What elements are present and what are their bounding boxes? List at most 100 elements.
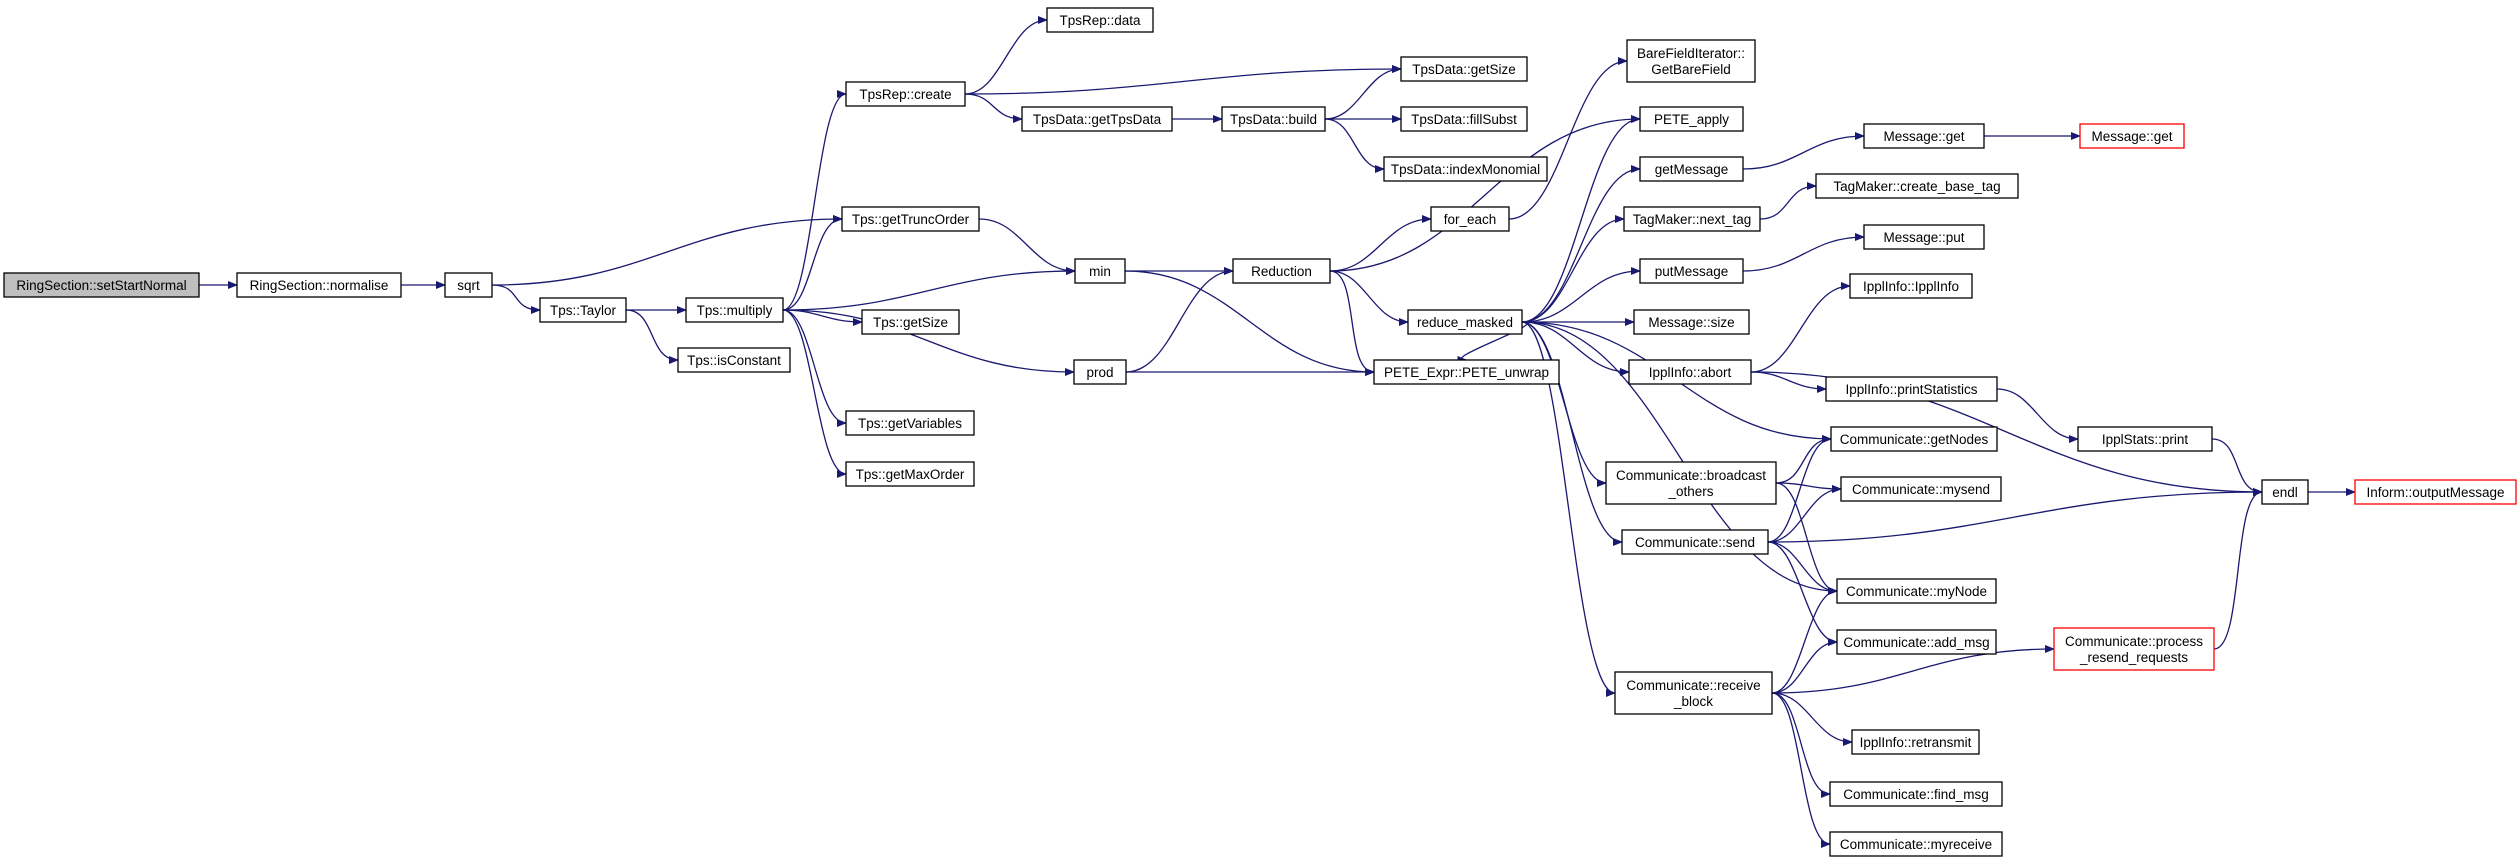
node-message-put[interactable]: Message::put	[1863, 224, 1985, 250]
node-label: TpsData::indexMonomial	[1391, 162, 1540, 177]
node-box	[1849, 273, 1973, 299]
node-pete-unwrap[interactable]: PETE_Expr::PETE_unwrap	[1373, 359, 1560, 385]
node-label: GetBareField	[1651, 62, 1731, 77]
node-box	[1836, 578, 1997, 604]
node-pete-apply[interactable]: PETE_apply	[1639, 106, 1744, 132]
node-box	[1863, 123, 1985, 149]
node-min[interactable]: min	[1074, 258, 1126, 284]
node-label: Message::get	[2091, 129, 2172, 144]
node-label: Communicate::getNodes	[1840, 432, 1989, 447]
node-taylor[interactable]: Tps::Taylor	[539, 297, 627, 323]
edge-put-message-to-message-put	[1742, 233, 1865, 272]
edge-send-to-mysend	[1767, 485, 1842, 543]
node-find-msg[interactable]: Communicate::find_msg	[1829, 781, 2003, 807]
node-box	[1623, 206, 1761, 232]
node-box	[1400, 56, 1528, 82]
node-label: TpsData::getSize	[1412, 62, 1516, 77]
node-get-trunc-order[interactable]: Tps::getTruncOrder	[841, 206, 980, 232]
node-get-size-tps[interactable]: Tps::getSize	[861, 309, 960, 335]
node-label: IpplInfo::abort	[1649, 365, 1732, 380]
node-put-message[interactable]: putMessage	[1639, 258, 1744, 284]
node-label: PETE_Expr::PETE_unwrap	[1384, 365, 1549, 380]
edge-process-resend-to-endl	[2213, 488, 2263, 650]
node-ippl-abort[interactable]: IpplInfo::abort	[1628, 359, 1752, 385]
node-get-message[interactable]: getMessage	[1639, 156, 1744, 182]
node-box	[845, 81, 966, 107]
edge-reduce-masked-to-get-message	[1521, 165, 1641, 323]
node-box	[1621, 529, 1769, 555]
node-print-statistics[interactable]: IpplInfo::printStatistics	[1825, 376, 1998, 402]
node-tps-rep-create[interactable]: TpsRep::create	[845, 81, 966, 107]
node-is-constant[interactable]: Tps::isConstant	[677, 347, 791, 373]
node-myreceive[interactable]: Communicate::myreceive	[1829, 831, 2003, 857]
node-label: Message::put	[1883, 230, 1964, 245]
node-ippl-stats-print[interactable]: IpplStats::print	[2077, 426, 2213, 452]
node-box	[2077, 426, 2213, 452]
node-message-size[interactable]: Message::size	[1633, 309, 1750, 335]
edge-print-statistics-to-ippl-stats-print	[1996, 388, 2079, 443]
node-process-resend[interactable]: Communicate::process_resend_requests	[2053, 627, 2215, 671]
node-normalise[interactable]: RingSection::normalise	[236, 272, 402, 298]
node-retransmit[interactable]: IpplInfo::retransmit	[1851, 729, 1980, 755]
node-bare-field[interactable]: BareFieldIterator::GetBareField	[1626, 39, 1756, 83]
node-label: BareFieldIterator::	[1637, 46, 1745, 61]
node-index-monomial[interactable]: TpsData::indexMonomial	[1383, 156, 1548, 182]
node-box	[236, 272, 402, 298]
node-fill-subst[interactable]: TpsData::fillSubst	[1400, 106, 1528, 132]
node-get-max-order[interactable]: Tps::getMaxOrder	[845, 461, 975, 487]
node-label: Communicate::myreceive	[1840, 837, 1992, 852]
node-multiply[interactable]: Tps::multiply	[685, 297, 784, 323]
node-tps-data-build[interactable]: TpsData::build	[1221, 106, 1326, 132]
node-sqrt[interactable]: sqrt	[444, 272, 493, 298]
node-broadcast-others[interactable]: Communicate::broadcast_others	[1605, 461, 1777, 505]
node-mysend[interactable]: Communicate::mysend	[1840, 476, 2002, 502]
node-box	[685, 297, 784, 323]
node-label: TpsData::fillSubst	[1411, 112, 1517, 127]
node-label: Communicate::mysend	[1852, 482, 1990, 497]
node-create-base-tag[interactable]: TagMaker::create_base_tag	[1815, 173, 2019, 199]
node-reduction[interactable]: Reduction	[1232, 258, 1331, 284]
node-endl[interactable]: endl	[2261, 479, 2309, 505]
node-receive-block[interactable]: Communicate::receive_block	[1614, 671, 1773, 715]
node-tps-data-get-size[interactable]: TpsData::getSize	[1400, 56, 1528, 82]
node-next-tag[interactable]: TagMaker::next_tag	[1623, 206, 1761, 232]
node-ippl-info-ctor[interactable]: IpplInfo::IpplInfo	[1849, 273, 1973, 299]
node-get-nodes[interactable]: Communicate::getNodes	[1830, 426, 1998, 452]
edge-reduce-masked-to-next-tag	[1521, 215, 1625, 323]
node-get-variables[interactable]: Tps::getVariables	[845, 410, 975, 436]
node-box	[3, 272, 200, 298]
edge-receive-block-to-myreceive	[1771, 692, 1831, 848]
node-for-each[interactable]: for_each	[1430, 206, 1510, 232]
node-box	[1840, 476, 2002, 502]
node-message-get-red[interactable]: Message::get	[2079, 123, 2185, 149]
node-output-message[interactable]: Inform::outputMessage	[2354, 479, 2517, 505]
node-message-get[interactable]: Message::get	[1863, 123, 1985, 149]
edge-get-message-to-message-get	[1742, 132, 1865, 170]
edge-tps-rep-create-to-tps-rep-data	[964, 16, 1048, 95]
node-my-node[interactable]: Communicate::myNode	[1836, 578, 1997, 604]
edge-ippl-stats-print-to-endl	[2211, 438, 2263, 496]
node-label: putMessage	[1655, 264, 1729, 279]
edge-receive-block-to-my-node	[1771, 587, 1838, 694]
node-send[interactable]: Communicate::send	[1621, 529, 1769, 555]
node-box	[1829, 781, 2003, 807]
edge-receive-block-to-retransmit	[1771, 692, 1853, 746]
edge-reduce-masked-to-pete-unwrap	[1457, 321, 1528, 364]
edge-ippl-abort-to-ippl-info-ctor	[1750, 282, 1851, 373]
node-set-start-normal[interactable]: RingSection::setStartNormal	[3, 272, 200, 298]
node-label: TpsRep::data	[1059, 13, 1141, 28]
node-label: Tps::getSize	[873, 315, 948, 330]
node-get-tps-data[interactable]: TpsData::getTpsData	[1021, 106, 1173, 132]
node-prod[interactable]: prod	[1073, 359, 1127, 385]
node-label: _block	[1673, 694, 1713, 709]
node-add-msg[interactable]: Communicate::add_msg	[1836, 629, 1997, 655]
edge-reduce-masked-to-receive-block	[1521, 321, 1616, 697]
node-box	[1074, 258, 1126, 284]
node-reduce-masked[interactable]: reduce_masked	[1407, 309, 1523, 335]
edge-receive-block-to-process-resend	[1771, 645, 2055, 694]
edge-taylor-to-is-constant	[625, 309, 679, 364]
node-label: IpplInfo::retransmit	[1860, 735, 1972, 750]
node-label: Message::size	[1648, 315, 1734, 330]
edge-multiply-to-get-trunc-order	[782, 215, 843, 311]
node-tps-rep-data[interactable]: TpsRep::data	[1046, 7, 1154, 33]
